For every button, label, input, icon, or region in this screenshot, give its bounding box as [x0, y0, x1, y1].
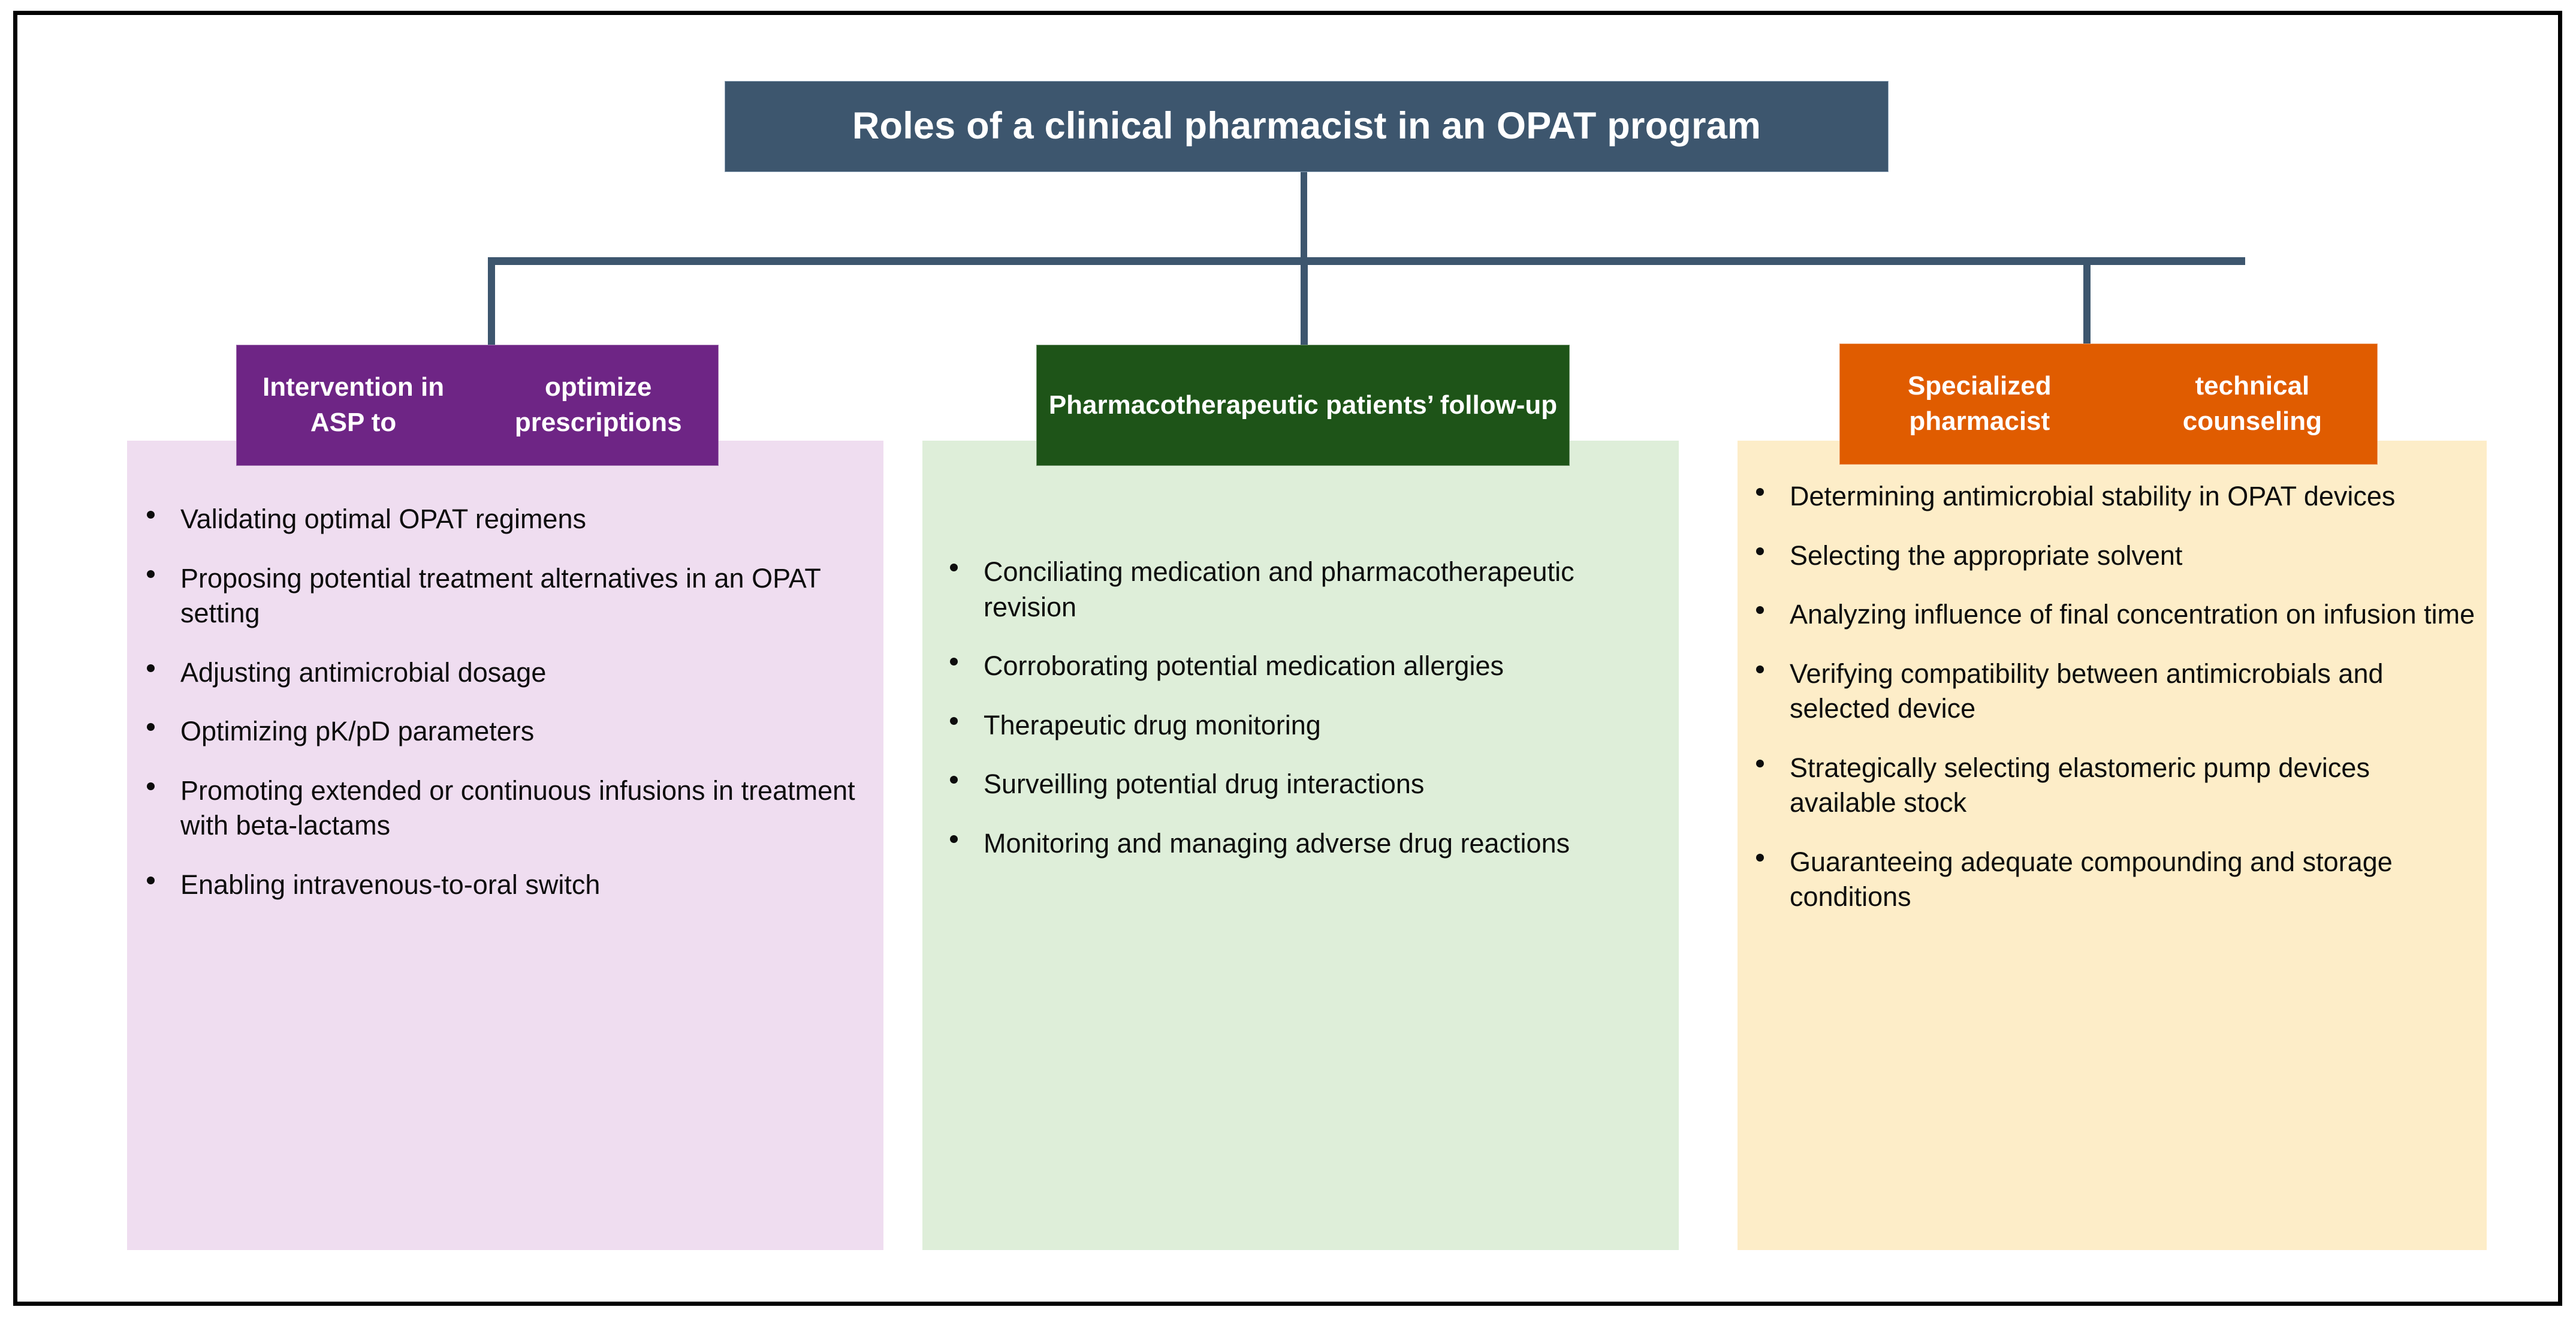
list-item: Proposing potential treatment alternativ… [137, 561, 873, 631]
header-intervention-asp: Intervention in ASP to optimize prescrip… [236, 345, 719, 466]
bullet-icon [147, 876, 155, 884]
list-item: Strategically selecting elastomeric pump… [1747, 751, 2481, 821]
bullet-icon [147, 664, 155, 672]
list-item-text: Corroborating potential medication aller… [984, 651, 1504, 681]
bullet-icon [147, 511, 155, 519]
list-item-text: Adjusting antimicrobial dosage [180, 657, 547, 688]
header-pharmacotherapeutic-follow-up: Pharmacotherapeutic patients’ follow-up [1036, 345, 1570, 466]
list-item-text: Surveilling potential drug interactions [984, 769, 1425, 799]
list-item-text: Verifying compatibility between antimicr… [1790, 658, 2384, 724]
header-specialized-technical-counseling: Specialized pharmacist technical counsel… [1839, 344, 2378, 465]
bullet-icon [950, 716, 958, 725]
list-item: Optimizing pK/pD parameters [137, 714, 873, 749]
list-item-text: Optimizing pK/pD parameters [180, 716, 535, 746]
list-item-text: Analyzing influence of final concentrati… [1790, 599, 2475, 630]
list-intervention-asp: Validating optimal OPAT regimens Proposi… [137, 502, 873, 902]
bullet-icon [950, 564, 958, 571]
bullet-icon [147, 570, 155, 578]
diagram-title-box: Roles of a clinical pharmacist in an OPA… [725, 81, 1889, 172]
header-intervention-asp-line2: optimize prescriptions [514, 372, 682, 437]
bullet-icon [1756, 665, 1764, 673]
list-item-text: Strategically selecting elastomeric pump… [1790, 752, 2370, 818]
list-item: Determining antimicrobial stability in O… [1747, 479, 2481, 514]
diagram-title-text: Roles of a clinical pharmacist in an OPA… [852, 105, 1761, 147]
header-specialized-technical-counseling-line1: Specialized pharmacist [1907, 371, 2052, 436]
list-item: Guaranteeing adequate compounding and st… [1747, 845, 2481, 915]
list-item: Selecting the appropriate solvent [1747, 538, 2481, 574]
list-item-text: Promoting extended or continuous infusio… [180, 775, 855, 841]
list-item-text: Monitoring and managing adverse drug rea… [984, 827, 1570, 859]
list-item-text: Guaranteeing adequate compounding and st… [1790, 846, 2393, 913]
connector-trunk-vertical [1301, 170, 1307, 261]
list-item: Conciliating medication and pharmacother… [940, 555, 1666, 625]
list-item-text: Determining antimicrobial stability in O… [1790, 481, 2396, 511]
list-item: Verifying compatibility between antimicr… [1747, 657, 2481, 727]
bullet-icon [1756, 853, 1764, 862]
list-item-text: Enabling intravenous-to-oral switch [180, 869, 601, 900]
list-item: Validating optimal OPAT regimens [137, 502, 873, 537]
list-item: Surveilling potential drug interactions [940, 767, 1666, 802]
panel-specialized-technical-counseling [1738, 441, 2487, 1250]
bullet-icon [1756, 547, 1764, 555]
header-intervention-asp-line1: Intervention in ASP to [263, 372, 445, 437]
list-item: Corroborating potential medication aller… [940, 649, 1666, 684]
bullet-icon [1756, 488, 1764, 496]
list-item-text: Therapeutic drug monitoring [984, 709, 1321, 740]
connector-drop-middle [1301, 257, 1308, 353]
panel-pharmacotherapeutic-follow-up [922, 441, 1679, 1250]
list-pharmacotherapeutic-follow-up: Conciliating medication and pharmacother… [940, 555, 1666, 861]
list-item: Enabling intravenous-to-oral switch [137, 868, 873, 903]
bullet-icon [1756, 606, 1764, 614]
header-specialized-technical-counseling-line2: technical counseling [2182, 371, 2322, 436]
bullet-icon [950, 658, 958, 665]
connector-horizontal-bus [488, 257, 2245, 265]
list-item: Monitoring and managing adverse drug rea… [940, 826, 1666, 862]
list-item: Adjusting antimicrobial dosage [137, 655, 873, 691]
bullet-icon [1756, 759, 1764, 767]
header-pharmacotherapeutic-follow-up-line1: Pharmacotherapeutic [1048, 390, 1319, 420]
list-item-text: Validating optimal OPAT regimens [180, 504, 586, 534]
list-item: Therapeutic drug monitoring [940, 708, 1666, 743]
list-item-text: Selecting the appropriate solvent [1790, 540, 2183, 571]
panel-intervention-asp [127, 441, 883, 1250]
list-item-text: Conciliating medication and pharmacother… [984, 556, 1574, 622]
list-item: Analyzing influence of final concentrati… [1747, 597, 2481, 633]
bullet-icon [147, 782, 155, 790]
list-specialized-technical-counseling: Determining antimicrobial stability in O… [1747, 479, 2481, 915]
bullet-icon [147, 723, 155, 731]
bullet-icon [950, 835, 958, 843]
list-item-text: Proposing potential treatment alternativ… [180, 562, 821, 629]
list-item: Promoting extended or continuous infusio… [137, 773, 873, 844]
connector-drop-left [488, 257, 495, 353]
connector-drop-right [2083, 257, 2091, 353]
bullet-icon [950, 776, 958, 784]
header-pharmacotherapeutic-follow-up-line2: patients’ follow-up [1325, 390, 1558, 420]
figure-frame: Roles of a clinical pharmacist in an OPA… [13, 11, 2562, 1306]
